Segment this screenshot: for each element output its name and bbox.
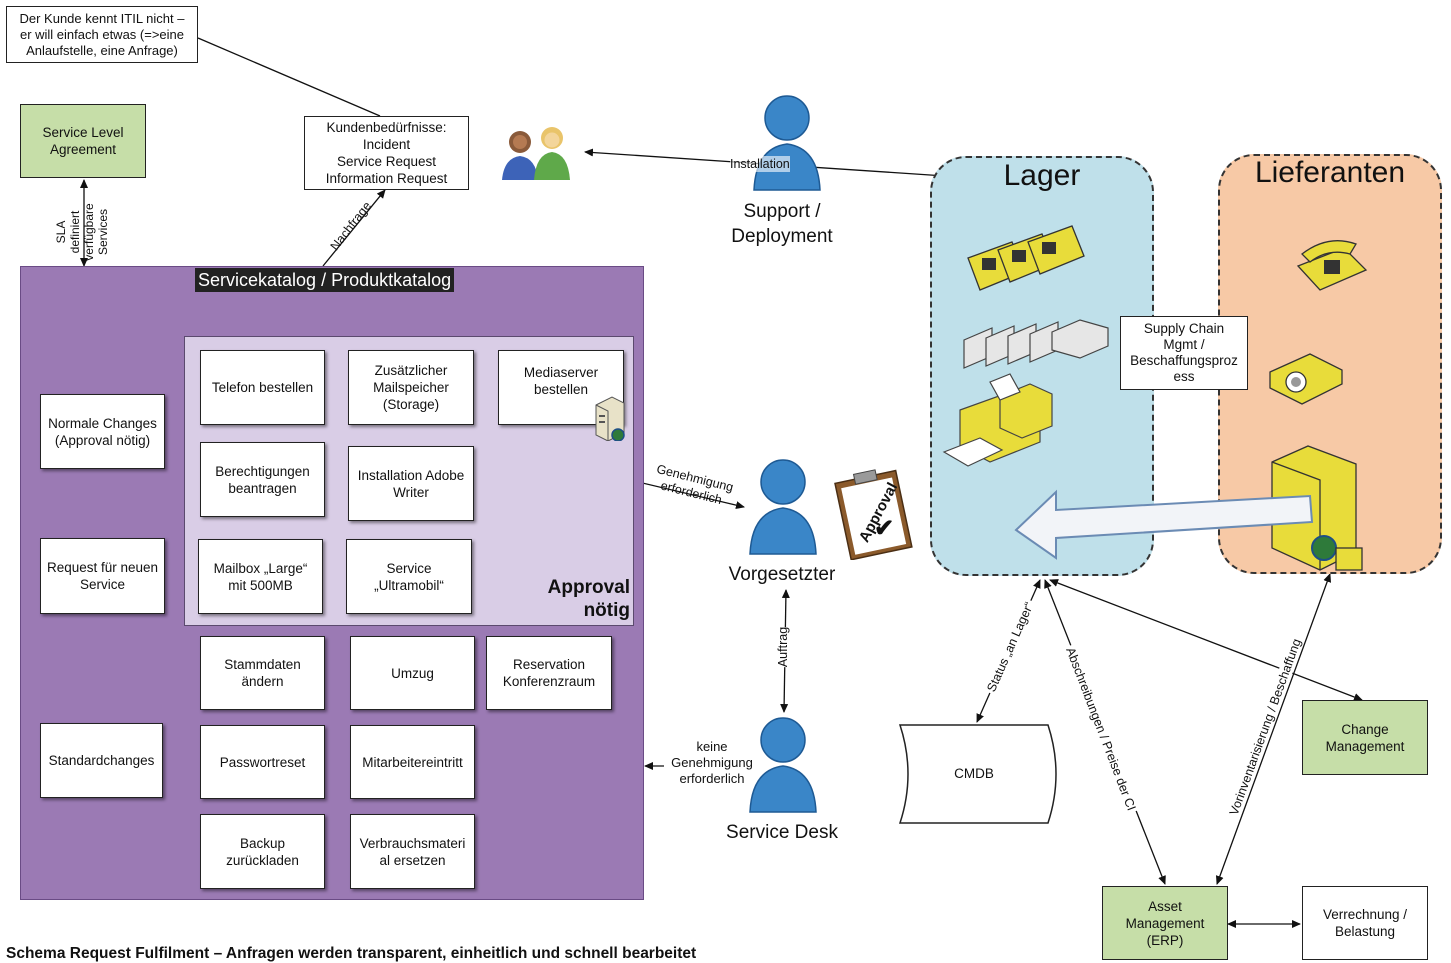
service-desk-label: Service Desk xyxy=(726,822,838,843)
supply-chain-box: Supply Chain Mgmt / Beschaffungsproz ess xyxy=(1120,316,1248,390)
request-new-service-box: Request für neuen Service xyxy=(40,538,165,614)
cmdb-shape xyxy=(898,724,1057,824)
nachfrage-arrow xyxy=(322,189,386,267)
lieferanten-title: Lieferanten xyxy=(1254,156,1406,189)
verrechnung-box: Verrechnung / Belastung xyxy=(1302,886,1428,960)
item-mailbox: Mailbox „Large“ mit 500MB xyxy=(198,539,323,614)
keine-genehmigung-label: keine Genehmigung erforderlich xyxy=(664,739,760,787)
supplier-server-icon xyxy=(1271,445,1363,571)
customer-note: Der Kunde kennt ITIL nicht – er will ein… xyxy=(6,6,198,63)
customers-icon xyxy=(502,127,570,180)
approval-check: ✔ xyxy=(874,515,895,542)
support-person-icon xyxy=(753,95,821,191)
installation-label: Installation xyxy=(730,156,790,172)
item-mailspeicher: Zusätzlicher Mailspeicher (Storage) xyxy=(348,350,474,425)
genehmigung-arrow xyxy=(633,478,745,510)
change-arrow xyxy=(1049,579,1363,701)
auftrag-label: Auftrag xyxy=(776,626,791,668)
item-backup: Backup zurückladen xyxy=(200,814,325,889)
support-label: Support / Deployment xyxy=(731,201,833,247)
item-berechtigungen: Berechtigungen beantragen xyxy=(200,442,325,517)
supplier-telephone-icon xyxy=(1296,240,1368,291)
item-reservation: Reservation Konferenzraum xyxy=(486,636,612,710)
change-management-box: Change Management xyxy=(1302,700,1428,775)
standard-changes-box: Standardchanges xyxy=(40,723,163,798)
customer-needs-box: Kundenbedürfnisse: Incident Service Requ… xyxy=(304,116,469,190)
switches-icon xyxy=(963,319,1109,369)
item-adobe: Installation Adobe Writer xyxy=(348,446,474,521)
asset-management-box: Asset Management (ERP) xyxy=(1102,886,1228,960)
item-umzug: Umzug xyxy=(350,636,475,710)
catalog-title: Servicekatalog / Produktkatalog xyxy=(195,268,455,292)
delivery-arrow xyxy=(1014,489,1314,560)
note-line xyxy=(197,37,381,117)
approval-needed-label: Approval nötig xyxy=(547,577,630,621)
item-ultramobil: Service „Ultramobil“ xyxy=(346,539,472,614)
clipboard-icon xyxy=(834,469,913,560)
sla-box: Service Level Agreement xyxy=(20,104,146,178)
vorgesetzter-label: Vorgesetzter xyxy=(728,564,836,585)
cmdb-label: CMDB xyxy=(954,766,994,781)
item-passwort: Passwortreset xyxy=(200,725,325,799)
item-stammdaten: Stammdaten ändern xyxy=(200,636,325,710)
printers-icon xyxy=(942,373,1053,467)
item-telefon: Telefon bestellen xyxy=(200,350,325,425)
vorgesetzter-person-icon xyxy=(749,459,817,555)
service-desk-person-icon xyxy=(749,717,817,813)
lager-title: Lager xyxy=(1003,159,1081,192)
item-mitarbeiter: Mitarbeitereintritt xyxy=(350,725,475,799)
server-icon xyxy=(595,396,625,441)
telephones-icon xyxy=(967,225,1085,291)
diagram-caption: Schema Request Fulfilment – Anfragen wer… xyxy=(6,945,697,962)
normal-changes-box: Normale Changes (Approval nötig) xyxy=(40,394,165,469)
projector-icon xyxy=(1269,353,1343,405)
item-verbrauch: Verbrauchsmateri al ersetzen xyxy=(350,814,475,889)
